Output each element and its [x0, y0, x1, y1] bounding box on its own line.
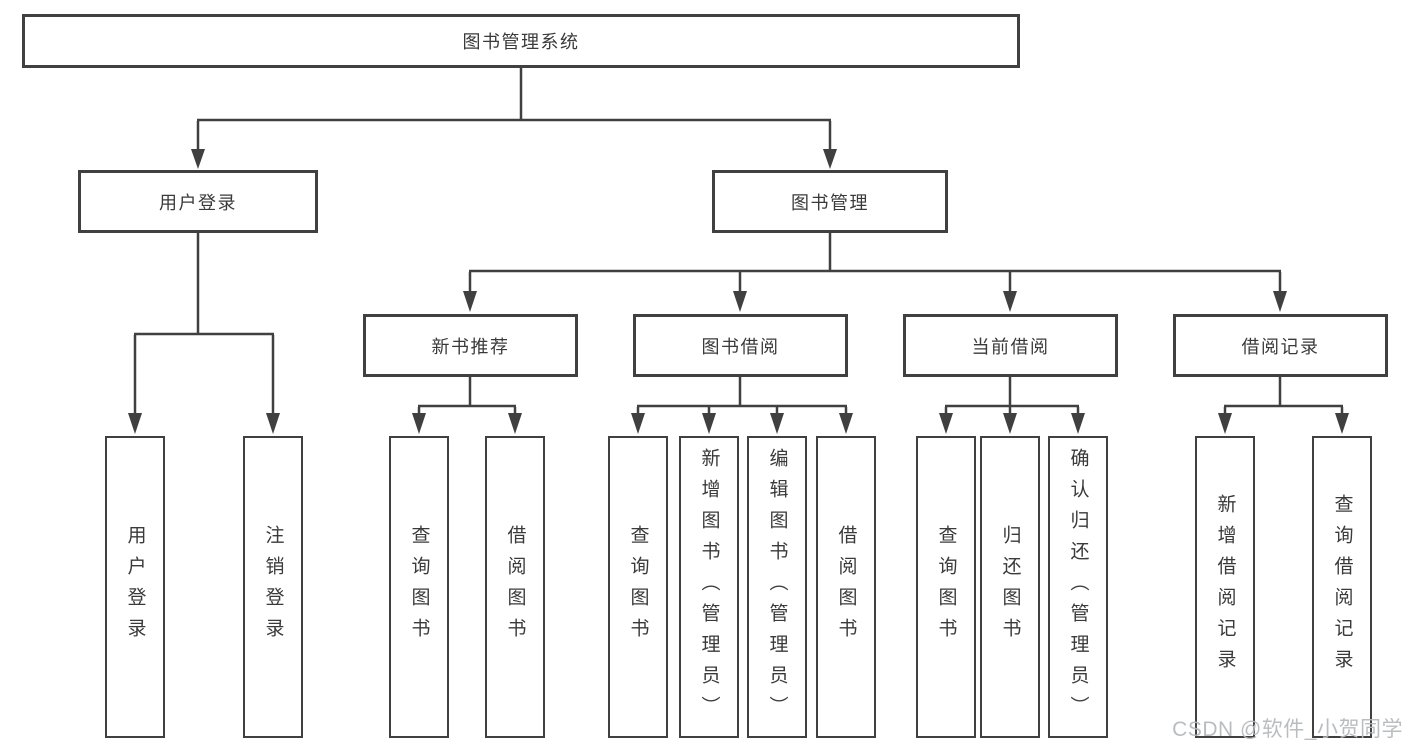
leaf-label: 新增图书（管理员） — [698, 447, 720, 727]
leaf-label: 借阅图书 — [504, 525, 526, 649]
node-borrowing-records: 借阅记录 — [1173, 314, 1388, 377]
node-current-borrowing: 当前借阅 — [903, 314, 1118, 377]
leaf-borrow-books-recommend: 借阅图书 — [485, 436, 545, 738]
node-book-management: 图书管理 — [712, 170, 948, 233]
arrowheads — [128, 149, 1349, 434]
leaf-label: 确认归还（管理员） — [1067, 447, 1089, 727]
leaf-query-borrow-record: 查询借阅记录 — [1312, 436, 1372, 738]
leaf-label: 归还图书 — [999, 525, 1021, 649]
leaf-query-books-recommend: 查询图书 — [389, 436, 449, 738]
leaf-query-books-current: 查询图书 — [916, 436, 976, 738]
node-user-login: 用户登录 — [78, 170, 318, 233]
csdn-watermark: CSDN @软件_小贺同学 — [1172, 718, 1403, 741]
leaf-label: 查询借阅记录 — [1331, 494, 1353, 680]
leaf-query-books-borrowing: 查询图书 — [608, 436, 668, 738]
leaf-confirm-return-admin: 确认归还（管理员） — [1048, 436, 1108, 738]
leaf-return-books: 归还图书 — [980, 436, 1040, 738]
leaf-logout: 注销登录 — [243, 436, 303, 738]
leaf-edit-books-admin: 编辑图书（管理员） — [747, 436, 807, 738]
node-library-management-system: 图书管理系统 — [22, 14, 1020, 68]
leaf-label: 借阅图书 — [835, 525, 857, 649]
leaf-label: 编辑图书（管理员） — [766, 447, 788, 727]
node-book-borrowing: 图书借阅 — [633, 314, 848, 377]
leaf-add-borrow-record: 新增借阅记录 — [1195, 436, 1255, 738]
leaf-label: 新增借阅记录 — [1214, 494, 1236, 680]
node-new-book-recommendation: 新书推荐 — [363, 314, 578, 377]
leaf-borrow-books-borrowing: 借阅图书 — [816, 436, 876, 738]
leaf-label: 查询图书 — [408, 525, 430, 649]
leaf-label: 查询图书 — [935, 525, 957, 649]
leaf-label: 查询图书 — [627, 525, 649, 649]
leaf-user-login: 用户登录 — [105, 436, 165, 738]
leaf-label: 用户登录 — [124, 525, 146, 649]
leaf-label: 注销登录 — [262, 525, 284, 649]
leaf-add-books-admin: 新增图书（管理员） — [679, 436, 739, 738]
